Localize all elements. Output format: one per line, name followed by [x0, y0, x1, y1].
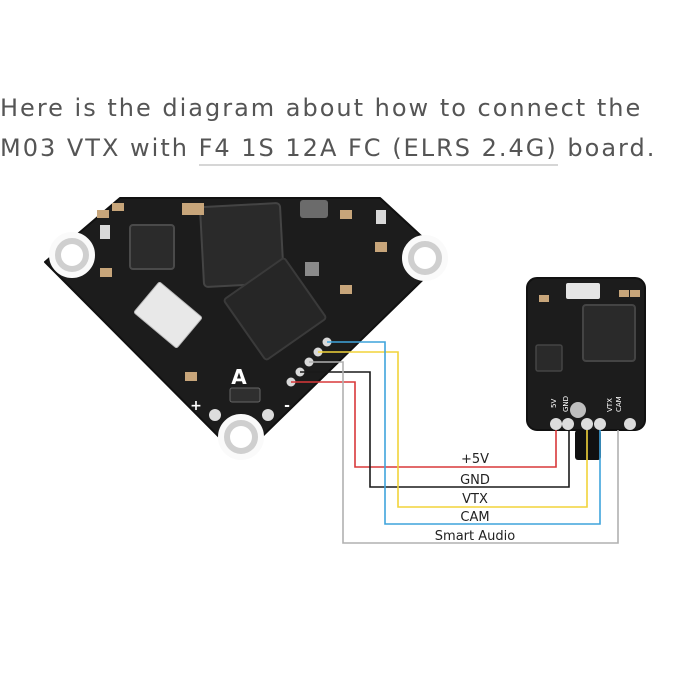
vtx-antenna-lead [575, 430, 601, 460]
intro-line-1: Here is the diagram about how to connect… [0, 94, 643, 122]
vtx-pin-label-vtx: VTX [606, 398, 614, 412]
intro-text: Here is the diagram about how to connect… [0, 88, 700, 168]
fc-minus-symbol: - [284, 398, 290, 414]
fc-component [300, 200, 328, 218]
intro-line-2-suffix: board. [557, 134, 657, 162]
fc-connector [134, 281, 202, 349]
wire-gnd [300, 371, 570, 488]
vtx-pad-vtx [581, 418, 593, 430]
fc-component [182, 203, 204, 215]
wire-vtx [318, 351, 588, 508]
wire-label-gnd: GND [460, 473, 490, 488]
fc-solder-pad [262, 409, 274, 421]
fc-mount-hole-bottom-inner [230, 426, 252, 448]
vtx-pin-label-gnd: GND [562, 396, 570, 412]
wire-label-vtx: VTX [462, 492, 488, 507]
fc-component [97, 210, 109, 218]
fc-component [376, 210, 386, 224]
fc-component [340, 210, 352, 219]
fc-component [112, 203, 124, 211]
vtx-antenna-connector [570, 402, 586, 418]
fc-component [100, 225, 110, 239]
vtx-pin-label-5v: 5V [550, 399, 558, 408]
fc-component [185, 372, 197, 381]
fc-plus-symbol: + [190, 398, 202, 414]
fc-component [100, 268, 112, 277]
intro-line-2-prefix: M03 VTX with [0, 134, 199, 162]
vtx-pad-cam [594, 418, 606, 430]
fc-mount-hole-left-inner [61, 244, 83, 266]
wire-smart-audio [309, 361, 619, 544]
vtx-pin-label-cam: CAM [615, 396, 623, 412]
vtx-component [619, 290, 629, 297]
fc-component [340, 285, 352, 294]
vtx-board: 5V GND VTX CAM [526, 277, 646, 460]
vtx-pad-5v [550, 418, 562, 430]
wire-cam [327, 341, 601, 525]
vtx-connector [566, 283, 600, 299]
wire-label-5v: +5V [461, 452, 489, 467]
fc-board-marking: A [231, 365, 247, 389]
wire-label-smart-audio: Smart Audio [435, 529, 515, 544]
fc-component [229, 387, 261, 403]
fc-solder-pad [209, 409, 221, 421]
vtx-component [539, 295, 549, 302]
intro-line-2: M03 VTX with F4 1S 12A FC (ELRS 2.4G) bo… [0, 128, 700, 168]
wires [291, 341, 619, 544]
fc-component [375, 242, 387, 252]
fc-board: A + - [44, 197, 448, 460]
fc-board-link[interactable]: F4 1S 12A FC (ELRS 2.4G) [198, 134, 558, 166]
vtx-rf-chip [582, 304, 636, 362]
vtx-component [630, 290, 640, 297]
fc-mount-hole-right-inner [414, 247, 436, 269]
fc-esc-chip [223, 257, 327, 361]
wire-label-cam: CAM [460, 510, 489, 525]
vtx-chip [535, 344, 563, 372]
vtx-pad-mount [624, 418, 636, 430]
fc-gyro-chip [129, 224, 175, 270]
wire-5v [291, 381, 557, 468]
vtx-pad-gnd [562, 418, 574, 430]
fc-component [305, 262, 319, 276]
